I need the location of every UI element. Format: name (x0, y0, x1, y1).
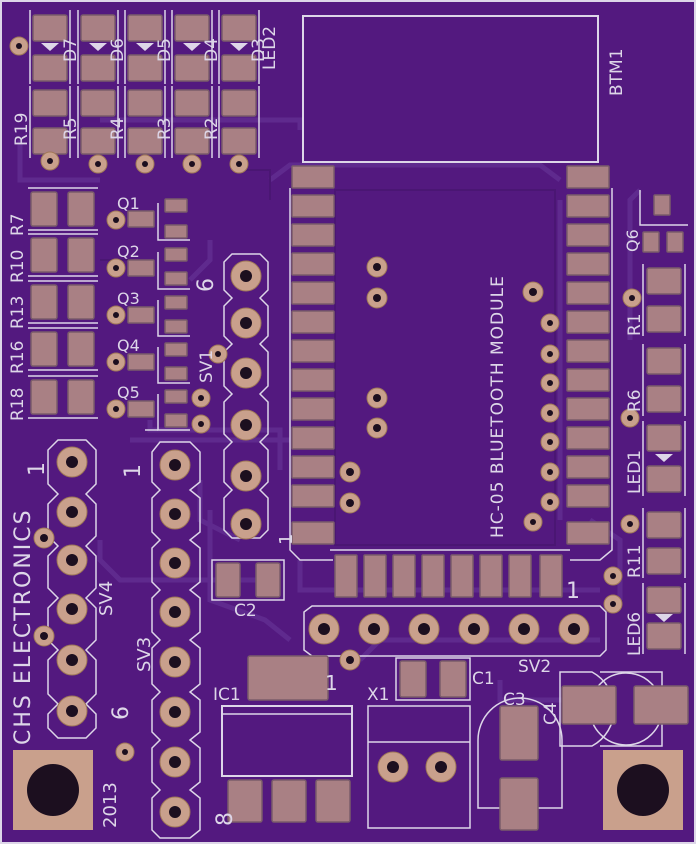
label-led1: LED1 (625, 450, 645, 494)
label-btm1: BTM1 (607, 48, 627, 96)
label-company: CHS ELECTRONICS (11, 508, 36, 745)
label-year: 2013 (100, 782, 121, 828)
silkscreen-labels: D7 D6 D5 D4 LED2 D3 R19 R5 R4 R3 R2 BTM1… (8, 26, 645, 828)
c4-capacitor (559, 671, 689, 747)
label-q4: Q4 (117, 336, 140, 355)
label-q1: Q1 (117, 194, 140, 213)
label-q2: Q2 (117, 242, 140, 261)
label-q6: Q6 (623, 229, 642, 252)
label-r6: R6 (625, 389, 645, 412)
label-r2: R2 (202, 117, 222, 140)
label-d4: D4 (202, 38, 222, 62)
label-x1: X1 (367, 685, 389, 705)
top-led-row (29, 10, 260, 84)
left-resistor-column (28, 187, 98, 419)
label-r4: R4 (108, 117, 128, 140)
label-sv4-pin-1: 1 (25, 462, 50, 476)
c2-capacitor (211, 559, 285, 601)
label-d6: D6 (108, 38, 128, 62)
label-sv4: SV4 (96, 581, 117, 616)
c1-capacitor (395, 657, 471, 701)
label-hc05-module: HC-05 BLUETOOTH MODULE (488, 275, 508, 538)
label-c3: C3 (503, 690, 526, 710)
label-c1: C1 (472, 669, 495, 689)
label-ic1: IC1 (213, 685, 241, 705)
top-resistor-row (29, 86, 260, 158)
sv2-header (303, 605, 607, 657)
label-sv1-pin-6: 6 (194, 278, 219, 292)
label-r18: R18 (8, 388, 28, 421)
label-sv3: SV3 (134, 637, 155, 672)
label-q5: Q5 (117, 383, 140, 402)
label-r1: R1 (625, 313, 645, 336)
label-d7: D7 (61, 38, 81, 62)
c3-capacitor (477, 697, 563, 831)
label-module-pin-1: 1 (566, 579, 580, 604)
label-r19: R19 (12, 113, 32, 146)
label-sv1-pin-1: 1 (276, 534, 297, 545)
label-r16: R16 (8, 341, 28, 374)
label-d3: D3 (249, 38, 269, 62)
label-sv3-pin-8: 8 (213, 812, 238, 826)
ic1-regulator (221, 655, 353, 823)
label-r11: R11 (625, 545, 645, 578)
mounting-holes (13, 750, 683, 830)
label-r13: R13 (8, 296, 28, 329)
sv1-header (223, 253, 269, 540)
transistor-column (127, 198, 190, 431)
vias (9, 36, 642, 762)
label-q3: Q3 (117, 289, 140, 308)
sv4-header (47, 439, 97, 739)
label-sv1: SV1 (197, 350, 217, 383)
label-sv2: SV2 (518, 657, 551, 677)
right-column-parts (639, 190, 688, 654)
label-r3: R3 (155, 117, 175, 140)
label-r7: R7 (8, 213, 28, 236)
hc05-module (289, 165, 613, 598)
label-r10: R10 (8, 250, 28, 283)
label-led2: LED2 (260, 26, 280, 70)
label-c2: C2 (234, 601, 257, 621)
x1-crystal (367, 705, 471, 829)
label-r5: R5 (61, 117, 81, 140)
label-d5: D5 (155, 38, 175, 62)
sv3-header (151, 441, 201, 839)
label-ic1-pin-mark: 1 (325, 671, 338, 695)
label-sv4-pin-6: 6 (109, 706, 134, 720)
label-sv3-pin-1: 1 (121, 464, 146, 478)
btm1-outline (302, 15, 599, 163)
label-c4: C4 (541, 702, 561, 725)
label-led6: LED6 (625, 612, 645, 656)
